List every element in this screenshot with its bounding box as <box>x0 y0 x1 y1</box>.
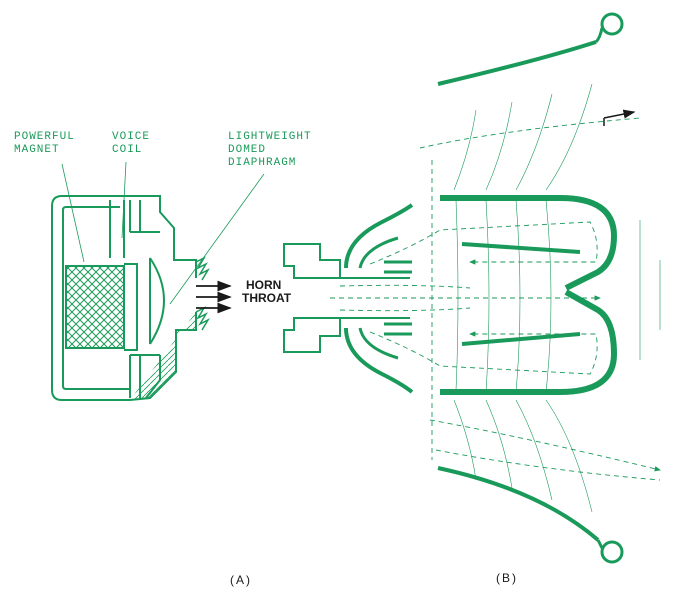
folded-horn-m <box>440 195 617 395</box>
label-powerful: POWERFUL <box>14 131 75 143</box>
phasing-plug <box>344 203 414 394</box>
leader-lines <box>61 161 265 305</box>
label-throat: THROAT <box>242 291 292 305</box>
label-voice: VOICE <box>112 131 150 143</box>
magnet-block <box>65 265 125 349</box>
horn-throat-fitting <box>283 243 410 353</box>
label-horn: HORN <box>246 278 281 292</box>
domed-diaphragm <box>149 257 165 345</box>
caption-b: (B) <box>496 571 518 585</box>
label-lightweight: LIGHTWEIGHT <box>228 131 312 143</box>
label-magnet: MAGNET <box>14 144 60 156</box>
wavefront-lines <box>330 117 661 481</box>
label-domed: DOMED <box>228 144 266 156</box>
horn-walls <box>437 40 600 542</box>
label-coil: COIL <box>112 144 142 156</box>
radial-field-lines <box>453 83 661 513</box>
horn-end-loops <box>594 12 624 564</box>
output-arrows <box>196 280 232 314</box>
driver-cross-section <box>51 195 210 401</box>
top-flow-arrow <box>603 112 634 126</box>
caption-a: (A) <box>230 573 252 587</box>
label-diaphragm: DIAPHRAGM <box>228 157 296 169</box>
